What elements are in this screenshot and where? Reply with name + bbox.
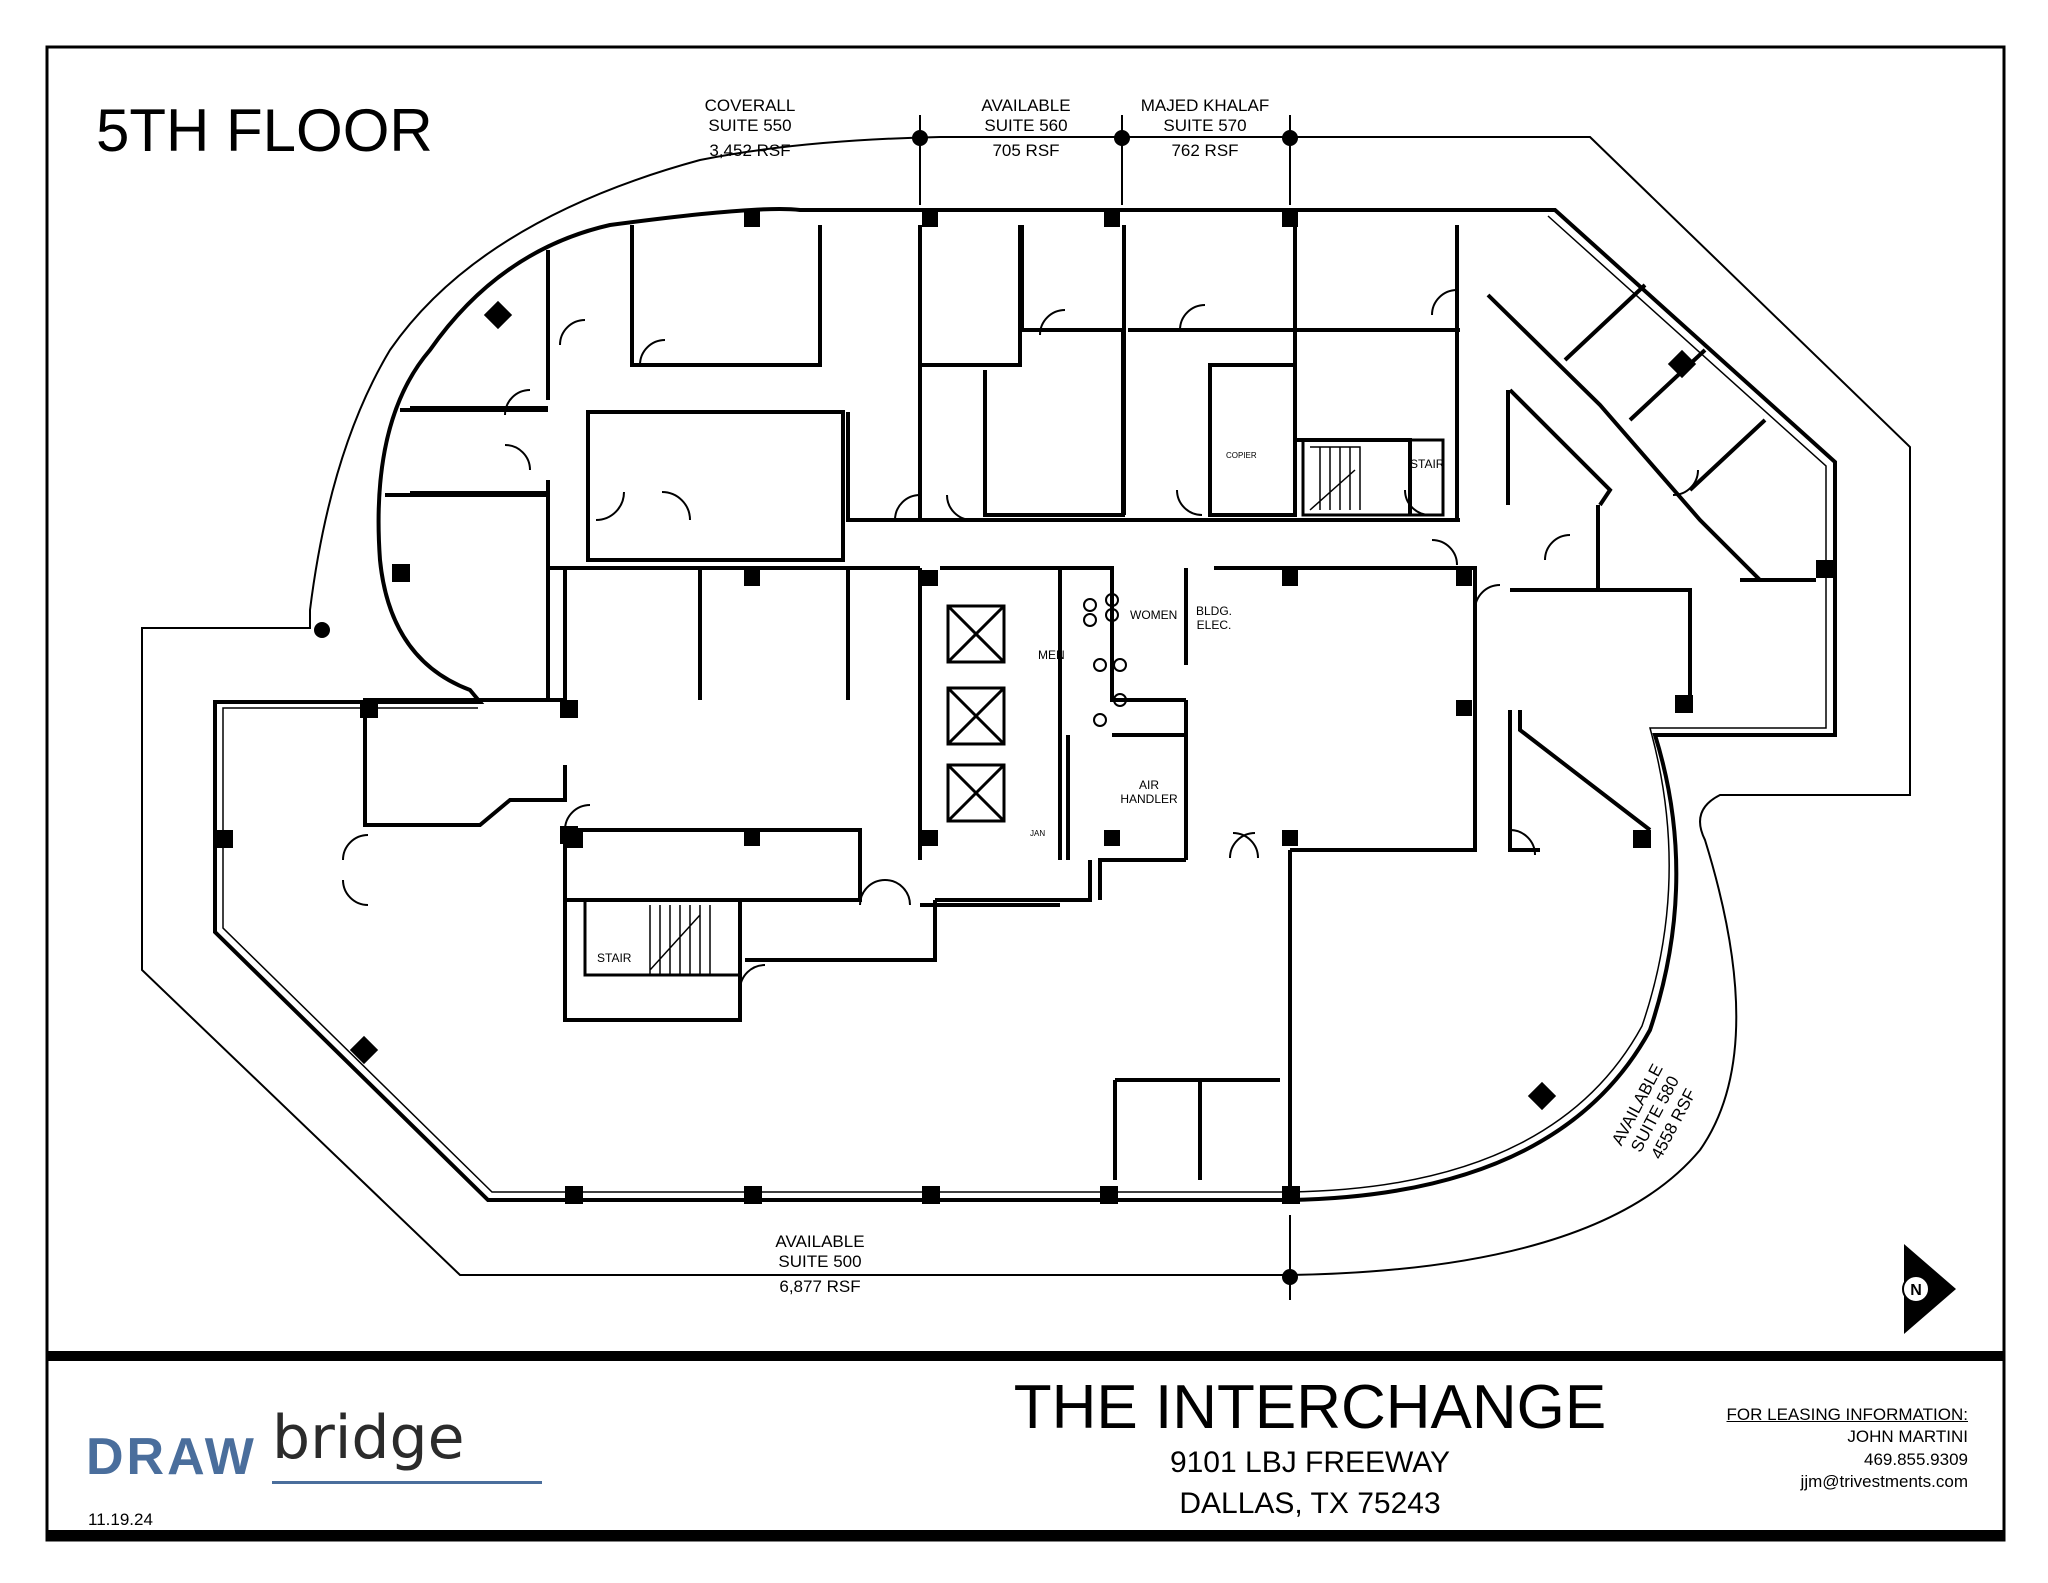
suite-number: SUITE 570 xyxy=(1163,116,1247,136)
suite-tenant: MAJED KHALAF xyxy=(1140,96,1270,115)
suite-area: 762 RSF xyxy=(1171,140,1239,160)
site-outline xyxy=(141,136,1911,1276)
leasing-contact: FOR LEASING INFORMATION: JOHN MARTINI 46… xyxy=(1727,1404,1968,1494)
stairs xyxy=(583,438,1445,977)
suite-dimension-lines xyxy=(314,115,1298,1300)
bldg-elec-line1: BLDG. xyxy=(1196,604,1233,618)
building-exterior-walls xyxy=(213,207,1837,1202)
interior-walls xyxy=(363,225,1816,1200)
suite-number: SUITE 500 xyxy=(778,1252,862,1272)
address-line2: DALLAS, TX 75243 xyxy=(1179,1487,1441,1521)
drawing-date: 11.19.24 xyxy=(88,1510,153,1529)
men-restroom-label: MEN xyxy=(1038,648,1065,662)
address-line1: 9101 LBJ FREEWAY xyxy=(1169,1446,1451,1479)
copier-label: COPIER xyxy=(1226,451,1257,460)
suite-number: SUITE 560 xyxy=(984,116,1068,136)
suite-area: 705 RSF xyxy=(992,140,1060,160)
title-block-bottom-rule xyxy=(47,1530,2004,1540)
suite-area: 3,452 RSF xyxy=(709,140,791,160)
stair-east-label: STAIR xyxy=(1410,457,1445,471)
janitor-label: JAN xyxy=(1030,829,1046,838)
title-block-divider xyxy=(47,1351,2004,1361)
north-arrow-icon: N xyxy=(1902,1244,1956,1334)
door-swings xyxy=(342,289,1699,991)
floor-title: 5TH FLOOR xyxy=(96,97,433,164)
bldg-elec-line2: ELEC. xyxy=(1196,618,1232,633)
drawbridge-logo: DRAW bridge xyxy=(86,1403,542,1486)
suite-tenant: COVERALL xyxy=(704,96,796,115)
air-handler-label: AIR HANDLER xyxy=(1114,778,1184,807)
building-name: THE INTERCHANGE xyxy=(1013,1373,1607,1442)
logo-draw-text: DRAW xyxy=(86,1428,257,1486)
elevator-shafts xyxy=(946,604,1006,823)
suite-label-560: AVAILABLE SUITE 560 705 RSF xyxy=(966,96,1086,161)
suite-label-550: COVERALL SUITE 550 3,452 RSF xyxy=(690,96,810,161)
suite-tenant: AVAILABLE xyxy=(775,1232,865,1251)
restroom-fixtures xyxy=(1083,593,1127,727)
leasing-header: FOR LEASING INFORMATION: xyxy=(1726,1405,1968,1424)
leasing-phone: 469.855.9309 xyxy=(1864,1449,1968,1469)
structural-columns xyxy=(215,211,1834,1204)
women-restroom-label: WOMEN xyxy=(1130,608,1178,622)
suite-label-500: AVAILABLE SUITE 500 6,877 RSF xyxy=(760,1232,880,1297)
suite-label-570: MAJED KHALAF SUITE 570 762 RSF xyxy=(1130,96,1280,161)
building-address: 9101 LBJ FREEWAY DALLAS, TX 75243 xyxy=(700,1442,1920,1524)
logo-underline xyxy=(272,1481,542,1484)
suite-area: 6,877 RSF xyxy=(779,1276,861,1296)
north-arrow-letter: N xyxy=(1910,1282,1922,1299)
suite-number: SUITE 550 xyxy=(708,116,792,136)
suite-tenant: AVAILABLE xyxy=(981,96,1071,115)
leasing-contact-name: JOHN MARTINI xyxy=(1847,1427,1968,1447)
air-handler-line2: HANDLER xyxy=(1120,792,1178,807)
bldg-elec-label: BLDG. ELEC. xyxy=(1196,604,1232,633)
air-handler-line1: AIR xyxy=(1138,778,1159,792)
logo-bridge-text: bridge xyxy=(272,1403,465,1473)
stair-west-label: STAIR xyxy=(597,951,632,965)
sheet-border xyxy=(45,45,2006,1542)
leasing-email[interactable]: jjm@trivestments.com xyxy=(1800,1472,1968,1492)
